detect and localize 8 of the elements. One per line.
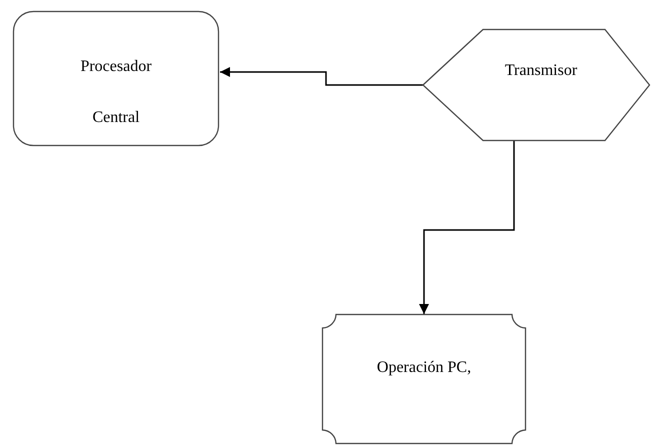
node-label: Procesador Central [79,57,153,128]
display-shape [322,314,526,444]
node-label: Transmisor [504,61,578,81]
preparation-hexagon [423,29,650,141]
process-box [13,11,219,146]
node-label: Operación PC, [376,358,472,378]
connector-arrow [220,67,423,86]
connector-arrow [419,141,515,314]
